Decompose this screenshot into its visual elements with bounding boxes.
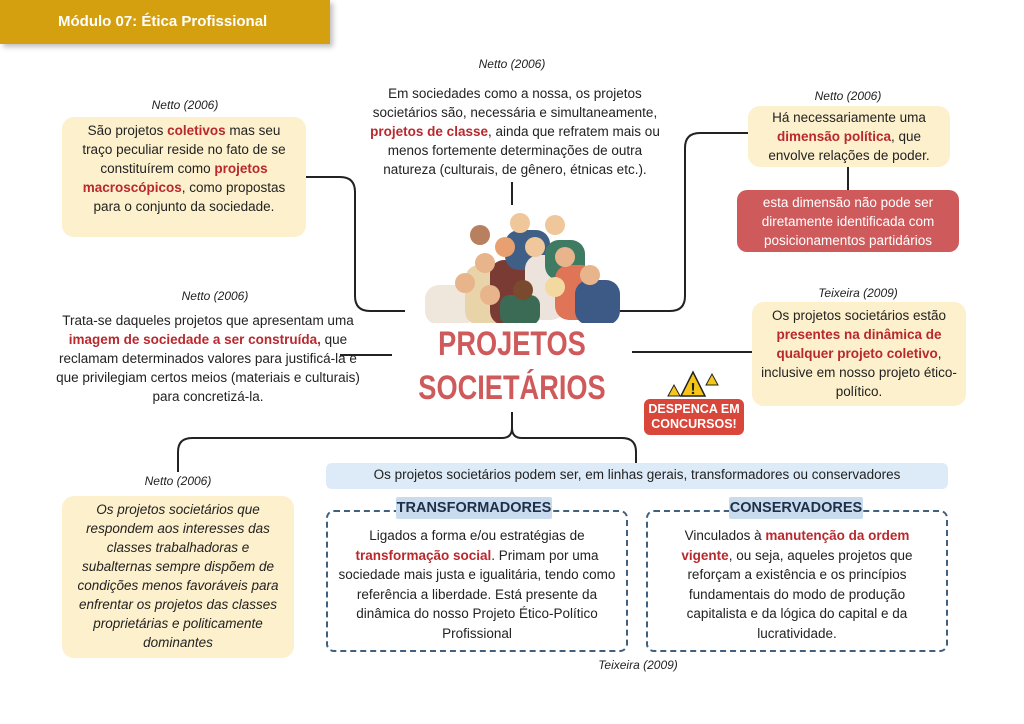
warning-icon: ! [667, 370, 719, 398]
top-center-text: Em sociedades como a nossa, os projetos … [370, 86, 660, 177]
module-header: Módulo 07: Ética Profissional [0, 0, 330, 44]
conservadores-label: CONSERVADORES [729, 497, 863, 519]
top-left-box: São projetos coletivos mas seu traço pec… [62, 117, 306, 237]
citation: Netto (2006) [144, 474, 212, 488]
mid-left-text: Trata-se daqueles projetos que apresenta… [56, 313, 360, 404]
mid-right-box: Os projetos societários estão presentes … [752, 302, 966, 406]
citation: Netto (2006) [814, 89, 882, 103]
central-title: PROJETOS SOCIETÁRIOS [392, 322, 632, 410]
svg-text:!: ! [690, 381, 695, 398]
bottom-left-box: Os projetos societários que respondem ao… [62, 496, 294, 658]
conservadores-box: Vinculados à manutenção da ordem vigente… [646, 510, 948, 652]
transformadores-label: TRANSFORMADORES [396, 497, 552, 519]
red-note-box: esta dimensão não pode ser diretamente i… [737, 190, 959, 252]
people-illustration [425, 213, 620, 323]
top-right-box: Há necessariamente uma dimensão política… [748, 106, 950, 167]
citation: Teixeira (2009) [598, 658, 678, 672]
transformadores-box: Ligados a forma e/ou estratégias de tran… [326, 510, 628, 652]
classification-banner: Os projetos societários podem ser, em li… [326, 463, 948, 489]
module-title: Módulo 07: Ética Profissional [58, 13, 268, 30]
citation: Netto (2006) [181, 289, 249, 303]
citation: Teixeira (2009) [818, 286, 898, 300]
title-line-2: SOCIETÁRIOS [418, 369, 606, 407]
title-line-1: PROJETOS [438, 325, 586, 363]
citation: Netto (2006) [151, 98, 219, 112]
citation: Netto (2006) [478, 57, 546, 71]
